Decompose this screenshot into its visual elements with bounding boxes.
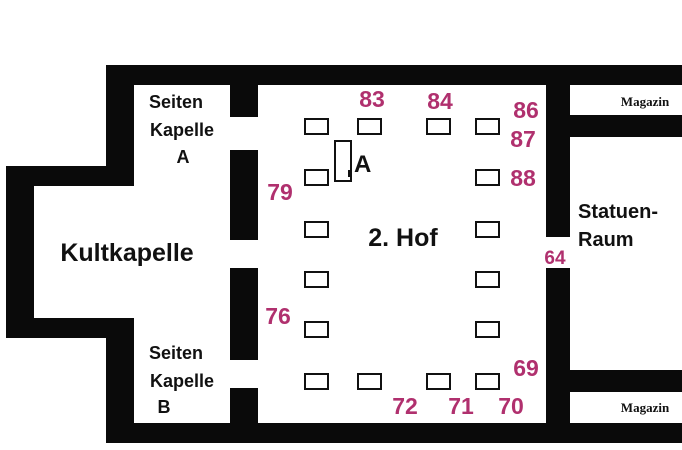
wall-inner-left-1 [230,85,258,117]
wall-inner-left-3 [230,268,258,360]
column-number-label: 76 [265,303,291,329]
column-base [304,118,329,135]
wall-bottom [106,423,682,443]
wall-top [106,65,682,85]
wall-magazin-top [570,115,682,137]
column-base [357,373,382,390]
hof-label: 2. Hof [368,224,438,252]
wall-kult-bottom [6,318,134,338]
column-base [475,221,500,238]
column-number-label: 86 [513,97,539,123]
marker-a-dot [348,170,352,177]
wall-kult-top [6,166,134,186]
column-bases [304,118,500,390]
column-number-label: 79 [267,179,293,205]
statuen-label-line2: Raum [578,229,634,251]
seiten-kapelle-b-line2: Kapelle [150,371,214,391]
column-number-label: 71 [448,393,474,419]
wall-inner-left-2 [230,150,258,240]
wall-left-bottom [106,318,134,443]
column-base [304,271,329,288]
seiten-kapelle-a-line3: A [177,147,190,167]
statuen-label-line1: Statuen- [578,201,658,223]
seiten-kapelle-b-line3: B [158,397,171,417]
column-base [304,221,329,238]
marker-a-label: A [354,151,371,178]
column-number-label: 83 [359,86,385,112]
column-base [304,169,329,186]
wall-inner-left-4 [230,388,258,423]
seiten-kapelle-b-line1: Seiten [149,343,203,363]
wall-court-right-top [546,85,570,237]
wall-court-right-bottom [546,268,570,423]
column-base [475,169,500,186]
column-number-label: 72 [392,393,418,419]
column-base [475,321,500,338]
column-base [426,373,451,390]
kultkapelle-label: Kultkapelle [60,239,193,267]
column-number-label: 84 [427,88,453,114]
column-number-label: 70 [498,393,524,419]
seiten-kapelle-a-line1: Seiten [149,92,203,112]
column-number-label: 69 [513,355,539,381]
walls [6,65,682,443]
seiten-kapelle-a-line2: Kapelle [150,120,214,140]
marker-a-box [334,140,352,182]
column-base [426,118,451,135]
column-number-label: 88 [510,165,536,191]
wall-kult-left [6,166,34,338]
column-base [304,373,329,390]
column-number-label: 87 [510,126,536,152]
room-labels: Kultkapelle 2. Hof Statuen- Raum Seiten … [60,92,670,417]
magazin-bottom-label: Magazin [621,400,670,415]
column-base [304,321,329,338]
column-number-label: 64 [544,248,566,269]
column-base [475,271,500,288]
magazin-top-label: Magazin [621,94,670,109]
column-base [357,118,382,135]
column-base [475,118,500,135]
column-base [475,373,500,390]
wall-magazin-bottom [570,370,682,392]
column-numbers: 83 84 86 87 88 79 76 64 69 72 71 70 [265,86,566,419]
